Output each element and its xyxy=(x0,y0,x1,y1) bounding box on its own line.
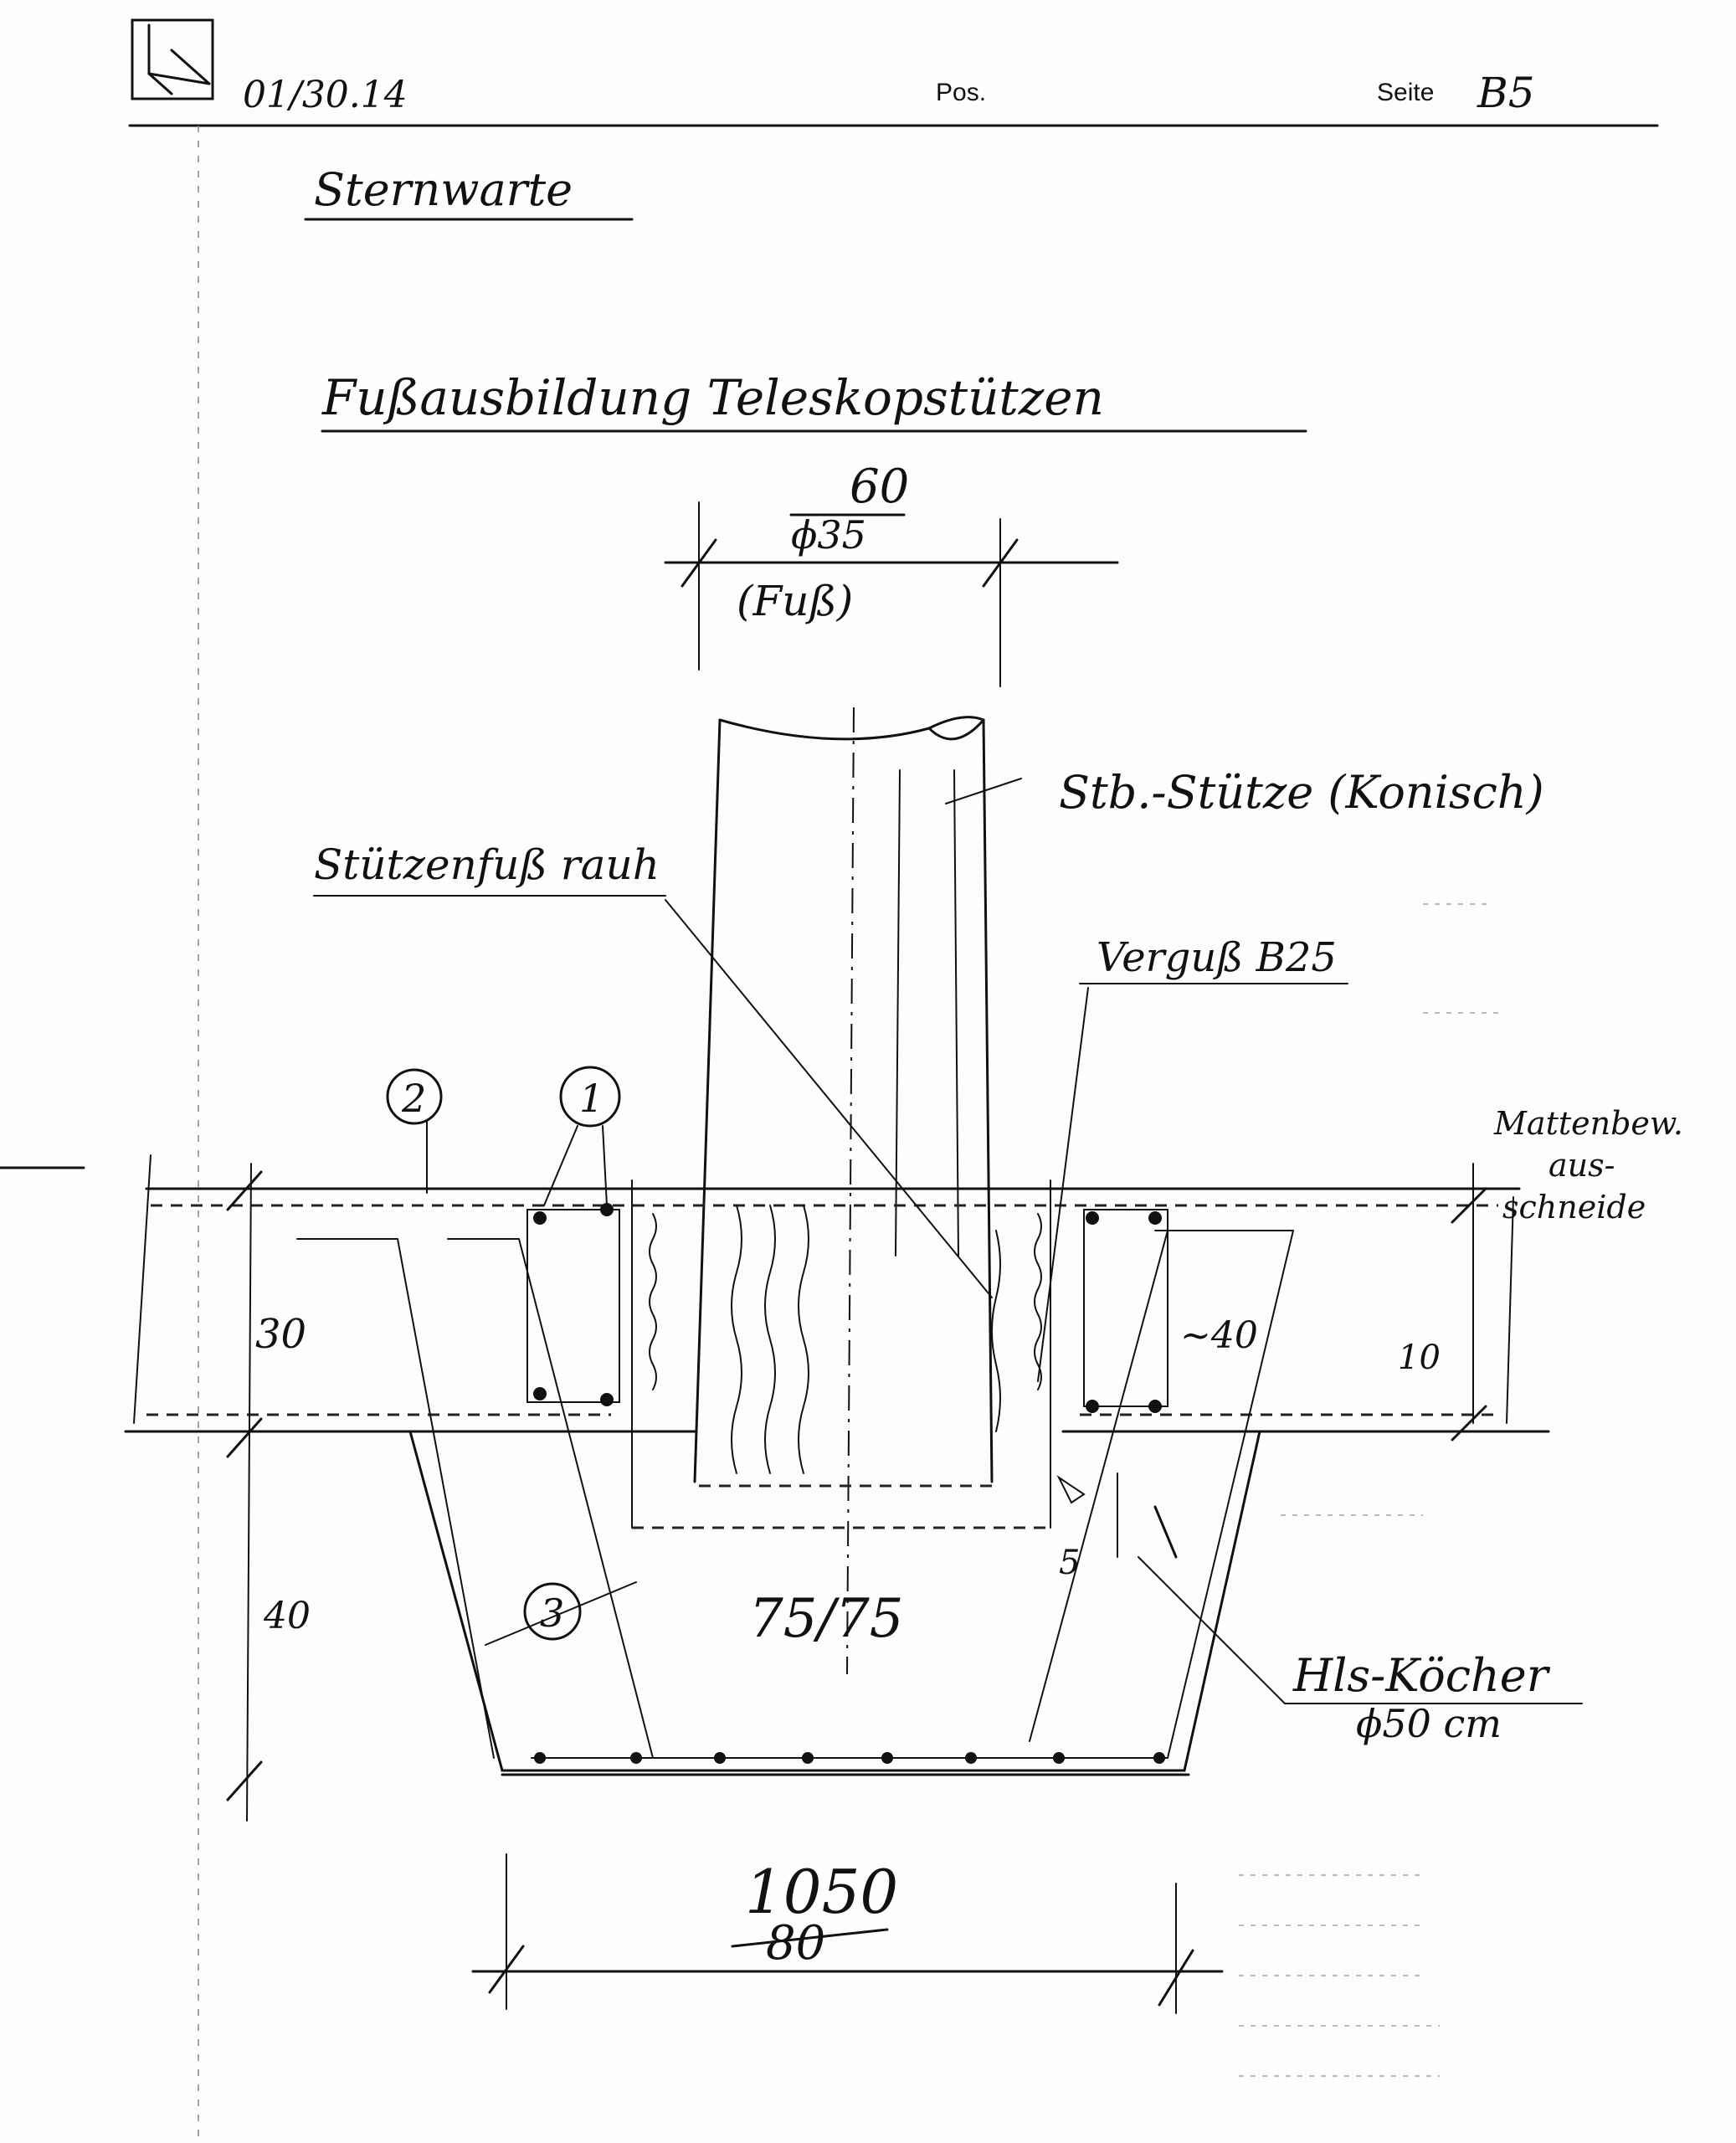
marker-3: 3 xyxy=(485,1581,637,1646)
dim-right-small-value: 10 xyxy=(1398,1339,1441,1377)
label-mat-3: schneide xyxy=(1502,1189,1646,1226)
left-dimension xyxy=(226,1163,263,1822)
drawing-title: Fußausbildung Teleskopstützen xyxy=(321,369,1104,426)
dim-right-value: ~40 xyxy=(1180,1314,1258,1357)
label-mat-2: aus- xyxy=(1549,1147,1615,1184)
top-dim-note: (Fuß) xyxy=(737,577,853,625)
leader-grout-diag xyxy=(1037,987,1089,1382)
slab-rebar-left xyxy=(526,1203,620,1406)
svg-text:2: 2 xyxy=(401,1076,426,1121)
header-pos-label: Pos. xyxy=(936,79,986,106)
company-logo xyxy=(131,18,214,100)
pocket-foundation xyxy=(296,1230,1294,1776)
leader-pocket xyxy=(1138,1556,1286,1704)
slab-rebar-right xyxy=(1083,1209,1168,1413)
label-column: Stb.-Stütze (Konisch) xyxy=(1059,766,1544,819)
label-mat-1: Mattenbew. xyxy=(1493,1105,1683,1142)
marker-1: 1 xyxy=(543,1066,621,1206)
dim-gap-value: 5 xyxy=(1059,1544,1080,1582)
bottom-dim-strike xyxy=(731,1928,889,1948)
top-dim-value: 60 xyxy=(850,460,909,514)
label-pocket: Hls-Köcher xyxy=(1292,1649,1551,1702)
bottom-dim-struck: 80 xyxy=(766,1916,825,1971)
right-dimension xyxy=(1056,1187,1487,1559)
header-page-label: Seite xyxy=(1377,79,1434,106)
pocket-size: 75/75 xyxy=(749,1588,903,1650)
slab xyxy=(124,1154,1550,1433)
top-dim-struck: ϕ35 xyxy=(791,512,866,558)
grout-pocket xyxy=(631,1179,1051,1529)
dim-lower-value: 40 xyxy=(263,1595,311,1637)
marker-2: 2 xyxy=(386,1068,443,1194)
header-page-number: B5 xyxy=(1477,69,1535,117)
label-grout: Verguß B25 xyxy=(1097,934,1337,981)
conical-column xyxy=(693,707,994,1675)
svg-text:1: 1 xyxy=(579,1076,603,1121)
leader-column xyxy=(945,778,1022,804)
dim-slab-value: 30 xyxy=(255,1311,306,1358)
scan-artifacts xyxy=(1239,903,1498,2077)
header-date: 01/30.14 xyxy=(243,74,408,116)
label-pocket-diameter: ϕ50 cm xyxy=(1356,1701,1502,1746)
bottom-dim-value: 1050 xyxy=(745,1857,898,1927)
project-title: Sternwarte xyxy=(314,163,573,216)
label-foot: Stützenfuß rauh xyxy=(314,840,660,889)
leader-foot-diag xyxy=(665,899,993,1298)
bottom-dimension xyxy=(471,1853,1224,2014)
top-dimension xyxy=(664,501,1119,687)
